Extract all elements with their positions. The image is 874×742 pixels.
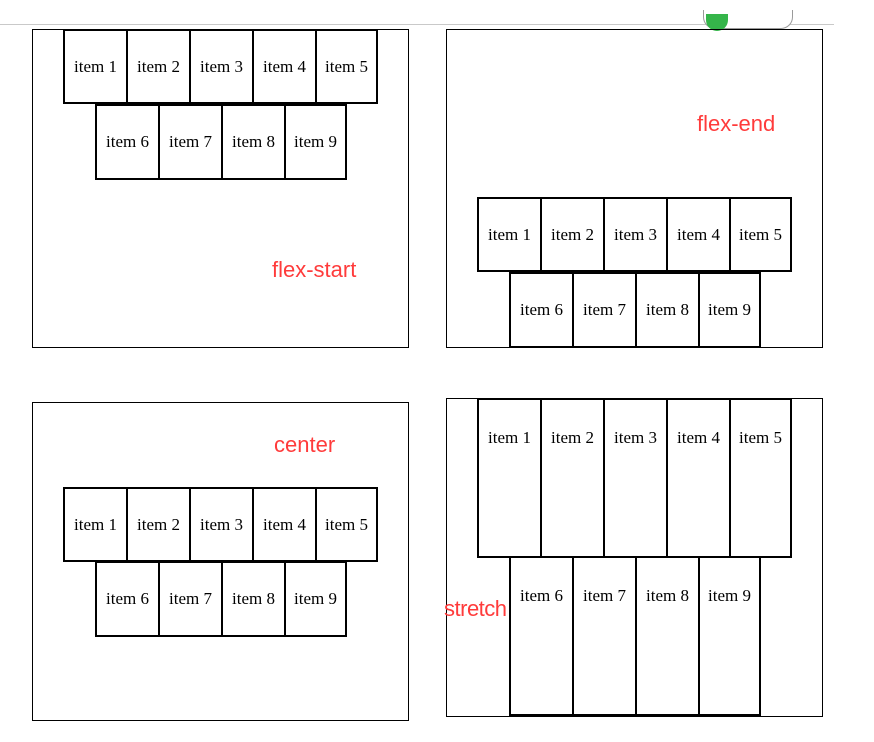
- item-box: item 2: [540, 398, 605, 558]
- item-label: item 5: [739, 224, 782, 244]
- item-label: item 8: [646, 586, 689, 605]
- item-box: item 5: [315, 487, 378, 562]
- item-label: item 2: [551, 428, 594, 447]
- item-box: item 8: [221, 104, 286, 180]
- item-label: item 8: [646, 300, 689, 319]
- item-label: item 9: [294, 132, 337, 151]
- item-box: item 3: [603, 197, 668, 272]
- item-label: item 5: [325, 514, 368, 534]
- top-divider: [0, 24, 834, 25]
- item-box: item 8: [635, 272, 700, 348]
- item-box: item 9: [698, 272, 761, 348]
- item-label: item 3: [614, 428, 657, 447]
- item-label: item 5: [325, 56, 368, 76]
- item-label: item 6: [106, 132, 149, 151]
- item-label: item 1: [488, 224, 531, 244]
- item-label: item 1: [488, 428, 531, 447]
- item-label: item 4: [677, 428, 720, 447]
- item-box: item 6: [509, 272, 574, 348]
- item-label: item 7: [169, 132, 212, 151]
- item-box: item 5: [729, 197, 792, 272]
- item-label: item 6: [106, 589, 149, 608]
- item-box: item 5: [729, 398, 792, 558]
- item-box: item 4: [666, 398, 731, 558]
- item-box: item 5: [315, 29, 378, 104]
- panel-center: [32, 402, 409, 721]
- status-dot-icon: [706, 14, 728, 31]
- item-box: item 7: [572, 272, 637, 348]
- panel-label: center: [274, 432, 336, 457]
- item-box: item 7: [572, 556, 637, 716]
- item-label: item 5: [739, 428, 782, 447]
- item-box: item 4: [252, 487, 317, 562]
- item-box: item 2: [540, 197, 605, 272]
- item-label: item 6: [520, 586, 563, 605]
- item-box: item 2: [126, 29, 191, 104]
- item-label: item 2: [137, 56, 180, 76]
- item-label: item 9: [294, 589, 337, 608]
- item-label: item 8: [232, 589, 275, 608]
- item-box: item 3: [189, 487, 254, 562]
- item-label: item 2: [551, 224, 594, 244]
- item-label: item 9: [708, 300, 751, 319]
- item-label: item 7: [583, 300, 626, 319]
- item-box: item 9: [698, 556, 761, 716]
- item-box: item 6: [95, 104, 160, 180]
- panel-label: stretch: [444, 596, 507, 621]
- item-box: item 7: [158, 104, 223, 180]
- item-box: item 6: [95, 561, 160, 637]
- item-box: item 9: [284, 104, 347, 180]
- panel-label: flex-start: [272, 257, 357, 282]
- item-box: item 6: [509, 556, 574, 716]
- item-box: item 8: [635, 556, 700, 716]
- item-box: item 1: [63, 487, 128, 562]
- item-box: item 4: [252, 29, 317, 104]
- item-box: item 9: [284, 561, 347, 637]
- item-box: item 3: [189, 29, 254, 104]
- item-label: item 6: [520, 300, 563, 319]
- item-label: item 8: [232, 132, 275, 151]
- item-label: item 4: [677, 224, 720, 244]
- item-label: item 2: [137, 514, 180, 534]
- item-box: item 1: [477, 197, 542, 272]
- item-label: item 4: [263, 56, 306, 76]
- item-box: item 8: [221, 561, 286, 637]
- item-label: item 3: [614, 224, 657, 244]
- item-label: item 7: [169, 589, 212, 608]
- item-box: item 1: [63, 29, 128, 104]
- item-label: item 1: [74, 514, 117, 534]
- item-label: item 9: [708, 586, 751, 605]
- item-label: item 4: [263, 514, 306, 534]
- item-box: item 2: [126, 487, 191, 562]
- item-label: item 7: [583, 586, 626, 605]
- panel-label: flex-end: [697, 111, 776, 136]
- item-box: item 7: [158, 561, 223, 637]
- item-box: item 3: [603, 398, 668, 558]
- item-label: item 1: [74, 56, 117, 76]
- item-label: item 3: [200, 514, 243, 534]
- item-label: item 3: [200, 56, 243, 76]
- item-box: item 1: [477, 398, 542, 558]
- item-box: item 4: [666, 197, 731, 272]
